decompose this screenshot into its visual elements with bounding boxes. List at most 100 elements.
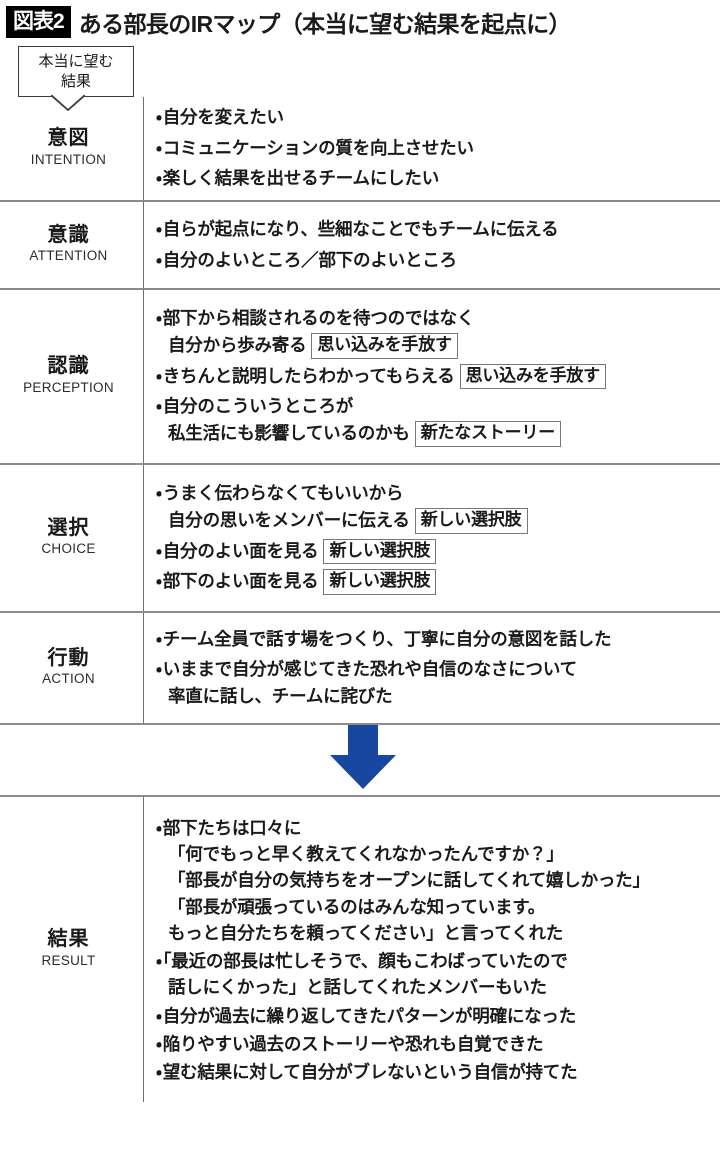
label-ja: 選択 [47,516,90,539]
list-item-text: うまく伝わらなくてもいいから [162,483,404,504]
tag-badge: 思い込みを手放す [459,363,606,390]
bullet-icon: ・ [156,817,162,838]
label-ja: 意図 [47,127,90,150]
tag-badge: 新しい選択肢 [323,569,437,595]
list-item-text: 自分から歩み寄る [168,335,307,356]
label-ja: 行動 [47,646,90,669]
callout-line-1: 本当に望む [38,53,114,70]
row-body-attention: ・自らが起点になり、些細なことでもチームに伝える ・自分のよいところ／部下のよい… [143,201,720,288]
bullet-icon: ・ [156,659,162,680]
row-body-result: ・部下たちは口々に 「何でもっと早く教えてくれなかったんですか？」 「部長が自分… [143,796,720,1102]
bullet-icon: ・ [156,1033,162,1054]
tag-badge: 新しい選択肢 [323,538,437,565]
list-item-text: 部下のよい面を見る [162,571,319,592]
list-item: ・陥りやすい過去のストーリーや恐れも自覚できた [156,1031,720,1057]
list-item: ・自分を変えたい [156,104,720,131]
label-en: RESULT [41,952,96,968]
list-item: ・部下のよい面を見る新しい選択肢 [156,568,720,595]
list-item-line-2: 「何でもっと早く教えてくれなかったんですか？」 [168,844,564,865]
arrow-band [0,722,720,795]
list-item: ・うまく伝わらなくてもいいから 自分の思いをメンバーに伝える新しい選択肢 [156,480,720,534]
bullet-icon: ・ [156,628,162,649]
label-en: CHOICE [41,541,96,557]
callout-really-wanted-result: 本当に望む 結果 [18,46,134,111]
row-intention: 意図 INTENTION ・自分を変えたい ・コミュニケーションの質を向上させた… [0,96,720,200]
bullet-icon: ・ [156,137,162,158]
list-item: ・「最近の部長は忙しそうで、顔もこわばっていたので 話しにくかった」と話してくれ… [156,948,720,1001]
bullet-icon: ・ [156,308,162,329]
row-label-perception: 認識 PERCEPTION [0,355,143,397]
tag-badge: 新たなストーリー [414,421,562,447]
list-item: ・自分のよい面を見る新しい選択肢 [156,538,720,565]
list-item-text: 自分の思いをメンバーに伝える [168,509,410,530]
list-item-text: きちんと説明したらわかってもらえる [162,365,455,386]
row-label-action: 行動 ACTION [0,647,143,689]
list-item-line-2: 自分から歩み寄る思い込みを手放す [156,332,720,359]
list-item-line-2: 自分の思いをメンバーに伝える新しい選択肢 [156,507,720,534]
list-item: ・チーム全員で話す場をつくり、丁寧に自分の意図を話した [156,626,720,653]
row-body-intention: ・自分を変えたい ・コミュニケーションの質を向上させたい ・楽しく結果を出せるチ… [143,96,720,200]
list-item-line-2: 率直に話し、チームに詫びた [168,685,393,706]
label-en: ATTENTION [29,248,108,264]
list-item-text: 部下たちは口々に [162,817,302,838]
bullet-icon: ・ [156,1062,162,1083]
list-item-text: 自らが起点になり、些細なことでもチームに伝える [162,219,559,239]
row-body-choice: ・うまく伝わらなくてもいいから 自分の思いをメンバーに伝える新しい選択肢 ・自分… [143,464,720,611]
list-item-text: 私生活にも影響しているのかも [168,423,410,444]
list-item-text: チーム全員で話す場をつくり、丁寧に自分の意図を話した [162,628,612,649]
list-item-text: コミュニケーションの質を向上させたい [162,137,474,158]
row-attention: 意識 ATTENTION ・自らが起点になり、些細なことでもチームに伝える ・自… [0,199,720,288]
row-action: 行動 ACTION ・チーム全員で話す場をつくり、丁寧に自分の意図を話した ・い… [0,610,720,723]
bullet-icon: ・ [156,540,162,561]
list-item: ・望む結果に対して自分がブレないという自信が持てた [156,1059,720,1085]
bullet-icon: ・ [156,483,162,504]
list-item-text: 「最近の部長は忙しそうで、顔もこわばっていたので [162,951,568,972]
row-label-intention: 意図 INTENTION [0,127,143,169]
bullet-icon: ・ [156,571,162,592]
list-item: ・部下たちは口々に 「何でもっと早く教えてくれなかったんですか？」 「部長が自分… [156,815,720,946]
list-item: ・自らが起点になり、些細なことでもチームに伝える [156,216,720,243]
callout-line-2: 結果 [60,72,91,90]
callout-tail-icon [51,95,85,111]
list-item-line-2: 話しにくかった」と話してくれたメンバーもいた [168,977,547,998]
page-header: 図表2 ある部長のIRマップ（本当に望む結果を起点に） [0,0,720,38]
list-item-text: 部下から相談されるのを待つのではなく [162,308,475,329]
callout-box: 本当に望む 結果 [18,46,134,97]
tag-badge: 思い込みを手放す [311,333,458,359]
bullet-icon: ・ [156,951,162,972]
label-en: ACTION [42,671,95,687]
list-item: ・いままで自分が感じてきた恐れや自信のなさについて 率直に話し、チームに詫びた [156,656,720,709]
row-body-perception: ・部下から相談されるのを待つのではなく 自分から歩み寄る思い込みを手放す ・きち… [143,289,720,463]
list-item: ・自分が過去に繰り返してきたパターンが明確になった [156,1003,720,1029]
bullet-icon: ・ [156,1005,162,1026]
bullet-icon: ・ [156,168,162,189]
figure-badge: 図表2 [6,6,71,38]
row-label-choice: 選択 CHOICE [0,517,143,559]
row-body-action: ・チーム全員で話す場をつくり、丁寧に自分の意図を話した ・いままで自分が感じてき… [143,612,720,723]
list-item: ・きちんと説明したらわかってもらえる思い込みを手放す [156,363,720,390]
list-item-text: 自分を変えたい [162,107,284,128]
list-item-line-2: 私生活にも影響しているのかも新たなストーリー [156,420,720,447]
bullet-icon: ・ [156,396,162,417]
row-label-result: 結果 RESULT [0,928,143,970]
bullet-icon: ・ [156,107,162,128]
list-item: ・自分のよいところ／部下のよいところ [156,247,720,274]
list-item: ・自分のこういうところが 私生活にも影響しているのかも新たなストーリー [156,393,720,447]
list-item: ・楽しく結果を出せるチームにしたい [156,165,720,192]
label-ja: 認識 [47,355,90,378]
list-item-line-4: 「部長が頑張っているのはみんな知っています。 [168,896,546,917]
label-en: PERCEPTION [23,379,114,395]
list-item-text: 自分のよい面を見る [162,540,319,561]
list-item-line-3: 「部長が自分の気持ちをオープンに話してくれて嬉しかった」 [168,870,650,891]
list-item-text: いままで自分が感じてきた恐れや自信のなさについて [162,659,577,680]
row-perception: 認識 PERCEPTION ・部下から相談されるのを待つのではなく 自分から歩み… [0,287,720,463]
bullet-icon: ・ [156,219,162,239]
bullet-icon: ・ [156,249,162,270]
label-en: INTENTION [30,151,107,167]
row-choice: 選択 CHOICE ・うまく伝わらなくてもいいから 自分の思いをメンバーに伝える… [0,462,720,611]
list-item-text: 自分が過去に繰り返してきたパターンが明確になった [162,1005,577,1026]
list-item-text: 自分のよいところ／部下のよいところ [162,249,457,270]
label-ja: 結果 [47,928,90,951]
label-ja: 意識 [47,223,90,246]
row-result: 結果 RESULT ・部下たちは口々に 「何でもっと早く教えてくれなかったんです… [0,794,720,1102]
